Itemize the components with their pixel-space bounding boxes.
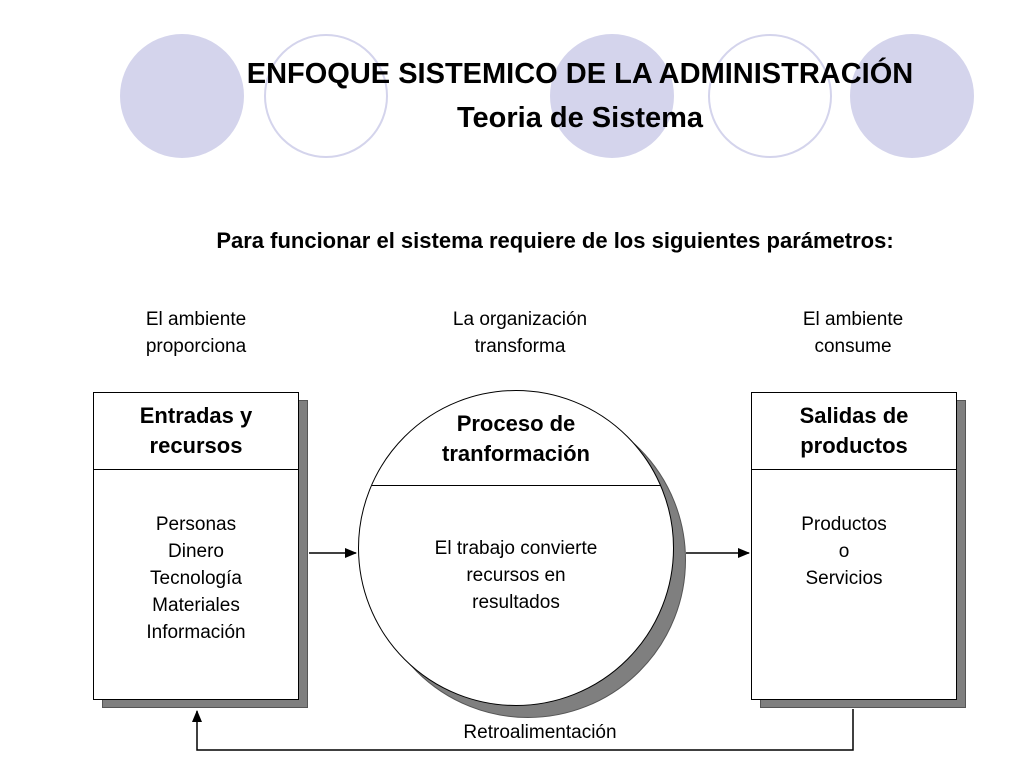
list-item: Personas	[155, 514, 237, 535]
caption-left: El ambiente proporciona	[76, 306, 316, 360]
list-item: Dinero	[168, 541, 224, 562]
caption-left-line: El ambiente	[145, 309, 247, 330]
process-circle: Proceso de tranformación El trabajo conv…	[358, 390, 674, 706]
decor-circle-1	[120, 34, 244, 158]
outputs-heading-line: Salidas de	[799, 403, 909, 428]
inputs-list: Personas Dinero Tecnología Materiales In…	[94, 511, 298, 646]
process-body-line: recursos en	[466, 565, 566, 586]
process-heading: Proceso de tranformación	[359, 409, 673, 469]
feedback-label: Retroalimentación	[463, 722, 617, 743]
list-item: Tecnología	[150, 568, 242, 589]
feedback-loop-line	[192, 709, 854, 751]
process-divider	[359, 485, 673, 486]
list-item: Materiales	[152, 595, 240, 616]
caption-right-line: consume	[814, 336, 892, 357]
list-item: Productos	[801, 514, 887, 535]
outputs-list: Productos o Servicios	[742, 511, 946, 592]
caption-right-line: El ambiente	[802, 309, 904, 330]
caption-center-line: transforma	[474, 336, 566, 357]
process-body: El trabajo convierte recursos en resulta…	[359, 535, 673, 616]
outputs-heading: Salidas de productos	[752, 393, 956, 470]
parameters-statement: Para funcionar el sistema requiere de lo…	[216, 228, 894, 253]
page-title: ENFOQUE SISTEMICO DE LA ADMINISTRACIÓN	[246, 58, 914, 90]
caption-right: El ambiente consume	[733, 306, 973, 360]
inputs-heading: Entradas y recursos	[94, 393, 298, 470]
list-item: Información	[146, 622, 246, 643]
process-heading-line: tranformación	[442, 441, 590, 466]
inputs-heading-line: Entradas y	[139, 403, 253, 428]
inputs-heading-line: recursos	[149, 433, 243, 458]
process-heading-line: Proceso de	[456, 411, 576, 436]
outputs-heading-line: productos	[800, 433, 908, 458]
outputs-box: Salidas de productos Productos o Servici…	[751, 392, 957, 700]
list-item: Servicios	[805, 568, 883, 589]
inputs-box: Entradas y recursos Personas Dinero Tecn…	[93, 392, 299, 700]
decor-circle-4	[708, 34, 832, 158]
process-body-line: El trabajo convierte	[434, 538, 598, 559]
decor-circle-5	[850, 34, 974, 158]
decor-circle-2	[264, 34, 388, 158]
decor-circle-3	[550, 34, 674, 158]
list-item: o	[838, 541, 850, 562]
page-subtitle: Teoria de Sistema	[456, 102, 704, 134]
caption-left-line: proporciona	[145, 336, 247, 357]
process-body-line: resultados	[472, 592, 560, 613]
caption-center: La organización transforma	[400, 306, 640, 360]
caption-center-line: La organización	[452, 309, 588, 330]
